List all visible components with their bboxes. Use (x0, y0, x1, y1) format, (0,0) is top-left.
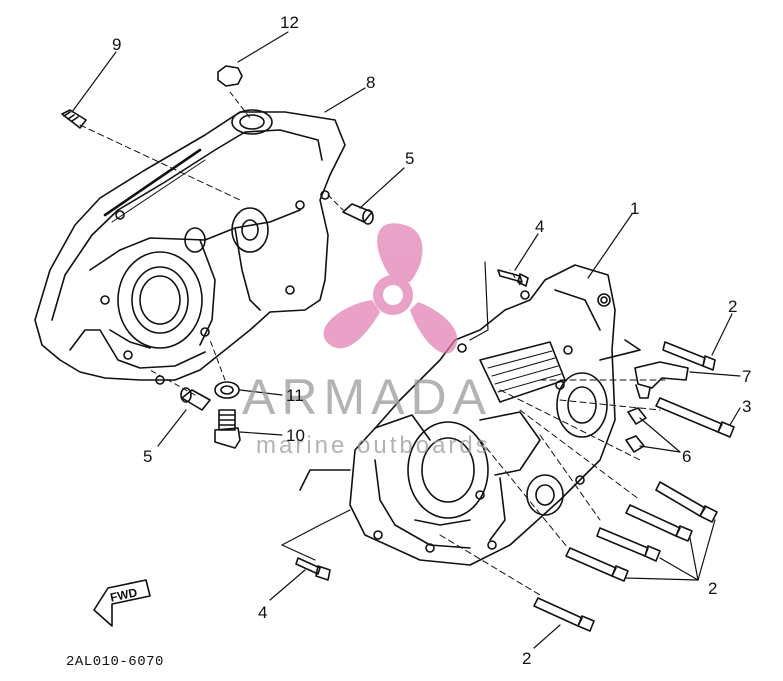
leader-lines (71, 31, 741, 649)
callout-7: 7 (742, 367, 752, 386)
screw-4-upper (497, 269, 529, 287)
callout-3: 3 (742, 397, 752, 416)
callout-1: 1 (630, 199, 640, 218)
bolt-2-f (533, 597, 595, 632)
callout-4-lower: 4 (258, 603, 268, 622)
plug-12 (217, 65, 243, 87)
callout-2-top: 2 (728, 297, 738, 316)
bracket-7 (599, 339, 689, 399)
callout-11: 11 (286, 386, 304, 405)
dowel-6-a (627, 407, 647, 425)
bolt-2-b (655, 481, 718, 523)
bolt-3 (655, 397, 735, 438)
bolt-2-c (625, 504, 693, 542)
callout-9: 9 (112, 35, 122, 54)
drain-bolt-10 (214, 409, 241, 449)
bolt-2-d (596, 527, 661, 562)
dowel-pin-lower (180, 387, 211, 411)
fwd-arrow-icon (93, 579, 151, 627)
callout-10: 10 (286, 426, 305, 445)
right-crankcase-half (299, 264, 666, 596)
screw-4-lower (295, 557, 331, 581)
callout-12: 12 (280, 13, 299, 32)
watermark-brand: ARMADA (242, 369, 492, 425)
callout-2-right: 2 (708, 579, 718, 598)
bolt-9 (61, 109, 87, 129)
bolt-2-e (565, 547, 629, 582)
callout-6: 6 (682, 447, 692, 466)
callout-4-upper: 4 (535, 217, 545, 236)
callout-8: 8 (366, 73, 376, 92)
callout-2-bottom: 2 (522, 649, 532, 668)
dowel-6-b (625, 435, 645, 453)
dowel-pin-upper (342, 203, 374, 225)
watermark-tagline: marine outboards (256, 432, 491, 459)
part-code: 2AL010-6070 (66, 654, 164, 670)
callout-5-lower: 5 (143, 447, 153, 466)
gasket-washer-11 (214, 381, 240, 399)
left-crankcase-half (34, 91, 346, 396)
propeller-icon (323, 223, 458, 354)
bolt-2-a (662, 341, 716, 371)
callout-5-upper: 5 (405, 149, 415, 168)
